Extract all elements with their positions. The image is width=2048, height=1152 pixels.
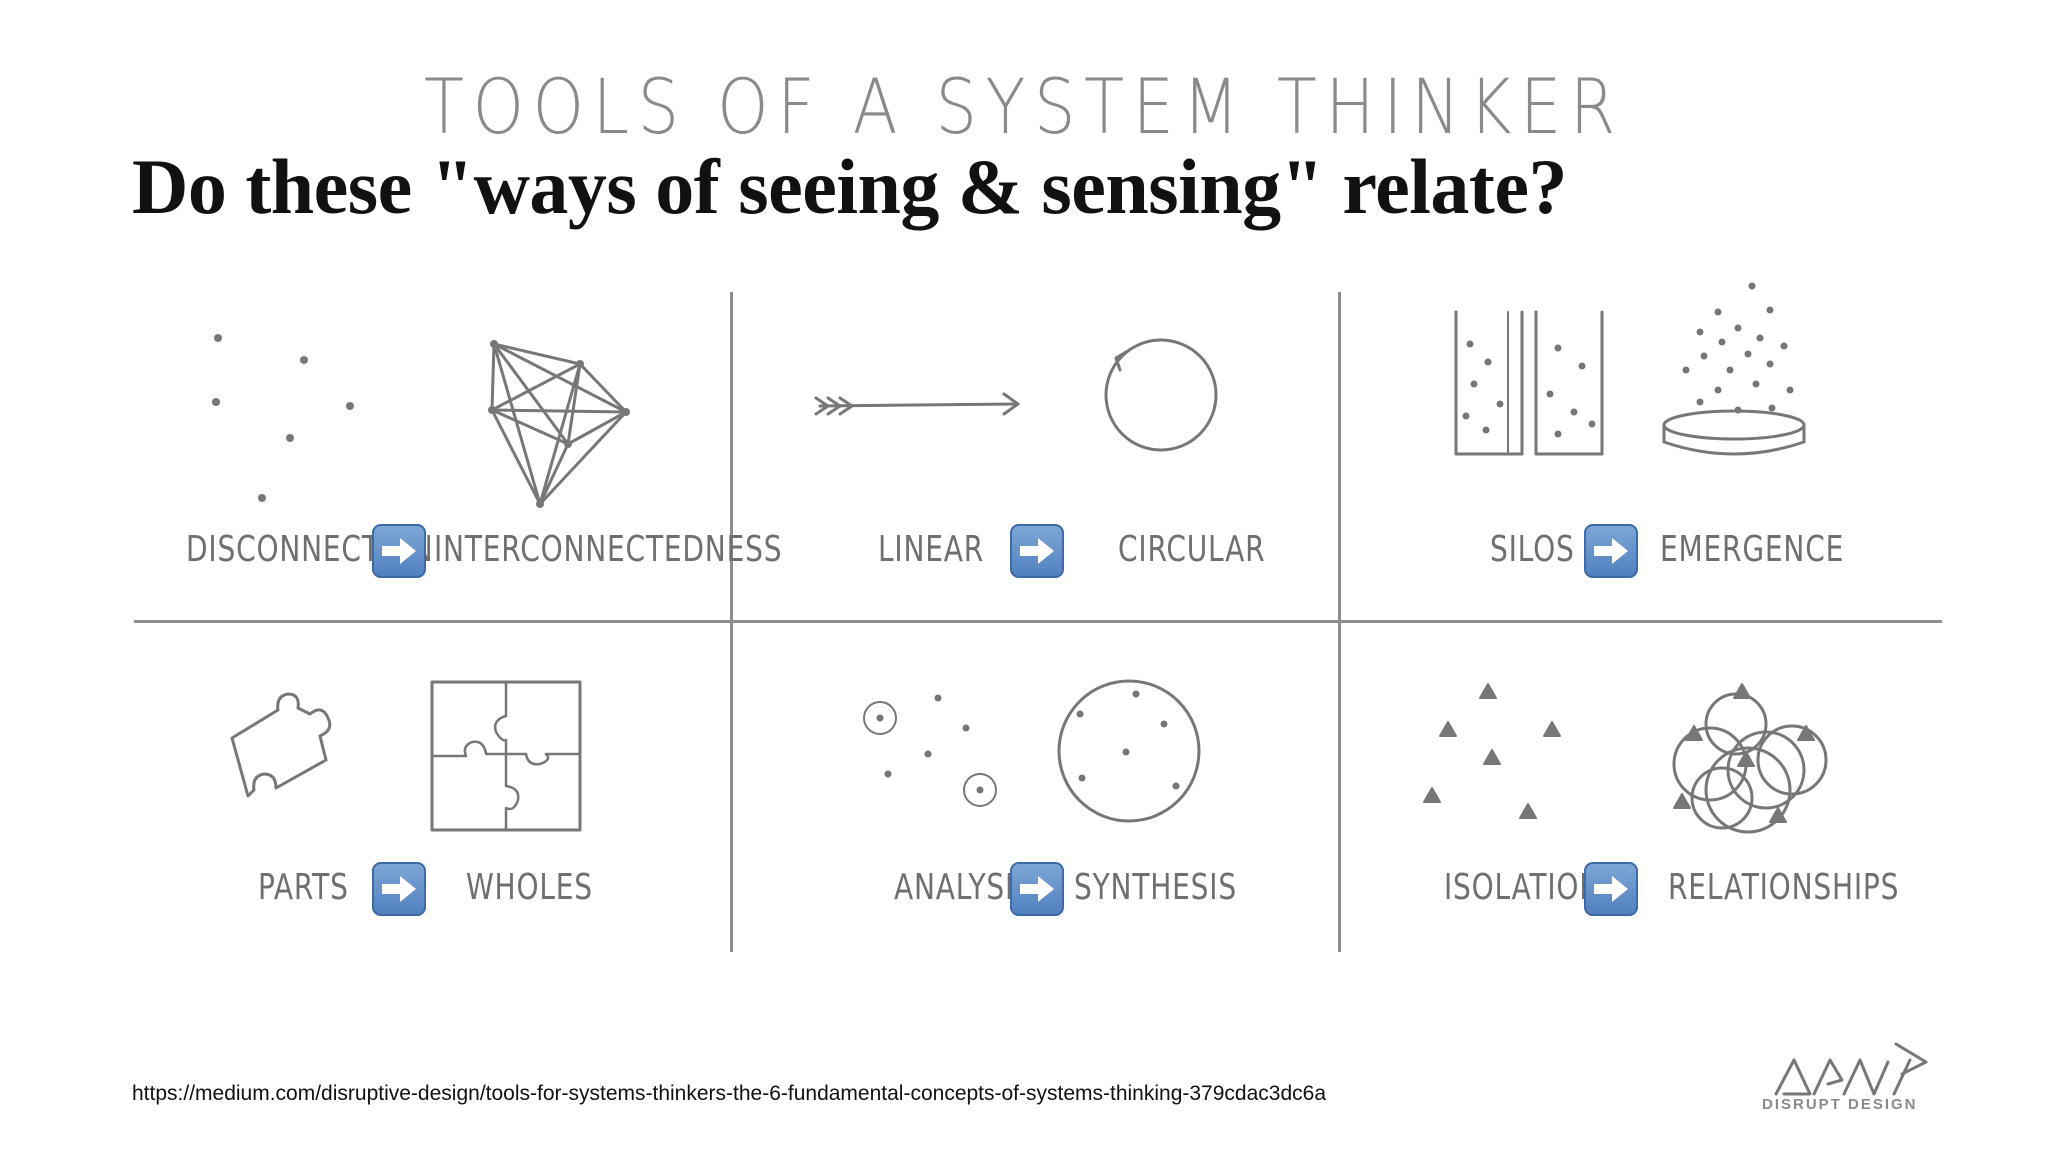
right-arrow-icon [1584, 862, 1638, 916]
right-arrow-icon [372, 862, 426, 916]
concept-to-label: WHOLES [466, 867, 593, 908]
grid-divider-horizontal [134, 620, 1942, 623]
grid-divider-vertical-right [1338, 292, 1341, 952]
concept-from-label: PARTS [258, 867, 349, 908]
analysis-illustration [863, 694, 997, 807]
source-link[interactable]: https://medium.com/disruptive-design/too… [132, 1082, 1326, 1105]
concept-from-label: SILOS [1490, 529, 1575, 570]
page-title: Do these "ways of seeing & sensing" rela… [132, 143, 1568, 230]
concept-to-label: SYNTHESIS [1074, 867, 1237, 908]
synthesis-illustration [1057, 679, 1201, 823]
puzzle-whole-icon [430, 680, 582, 832]
concept-from-label: ISOLATION [1444, 867, 1602, 908]
circular-illustration [1104, 338, 1218, 452]
grid-divider-vertical-left [730, 292, 733, 952]
interconnectedness-illustration [488, 340, 630, 508]
disconnection-illustration [212, 334, 354, 502]
disrupt-design-logo [1774, 1042, 1928, 1096]
puzzle-piece-icon [230, 692, 332, 798]
concept-from-label: LINEAR [878, 529, 985, 570]
concept-to-label: INTERCONNECTEDNESS [434, 529, 783, 570]
concept-to-label: RELATIONSHIPS [1668, 867, 1900, 908]
isolation-illustration [1423, 683, 1561, 819]
right-arrow-icon [1584, 524, 1638, 578]
relationships-illustration [1672, 683, 1828, 834]
right-arrow-icon [372, 524, 426, 578]
handwritten-title: TOOLS OF A SYSTEM THINKER [424, 62, 1624, 151]
concept-from-label: ANALYSIS [894, 867, 1033, 908]
concept-to-label: CIRCULAR [1118, 529, 1266, 570]
silos-illustration [1454, 310, 1604, 456]
right-arrow-icon [1010, 862, 1064, 916]
emergence-illustration [1662, 282, 1806, 456]
right-arrow-icon [1010, 524, 1064, 578]
concept-to-label: EMERGENCE [1660, 529, 1845, 570]
logo-wordmark: DISRUPT DESIGN [1762, 1096, 1918, 1113]
linear-illustration [814, 392, 1020, 416]
